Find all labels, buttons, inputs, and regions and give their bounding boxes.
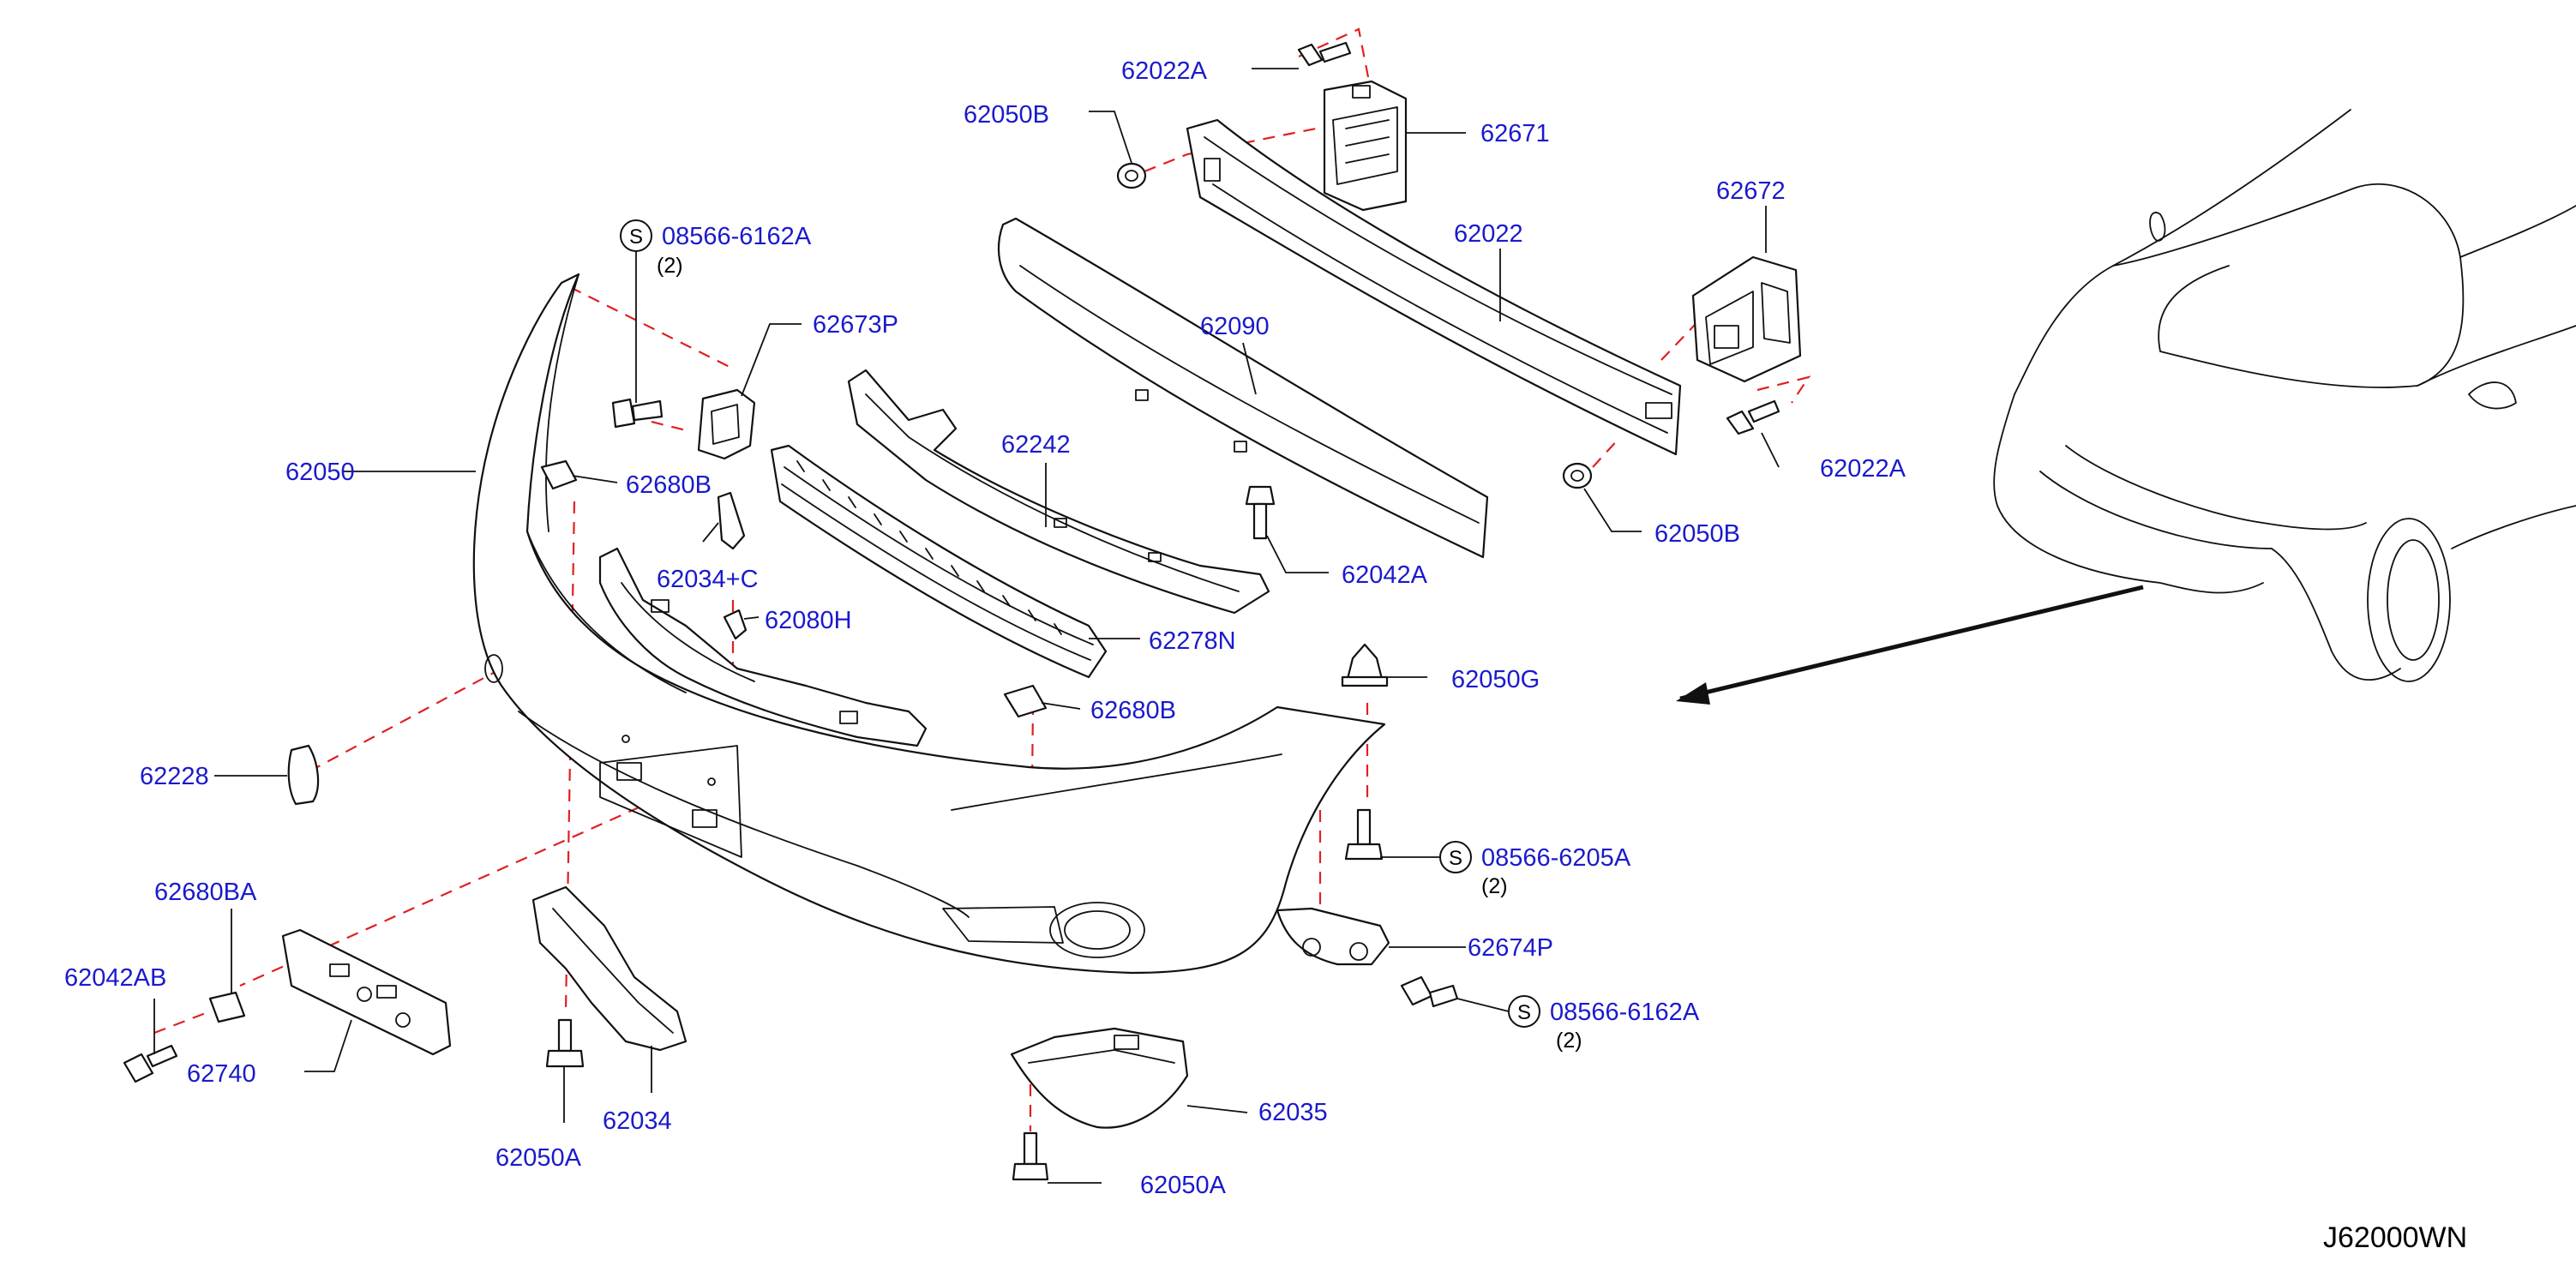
part-62671-bracket <box>1323 80 1408 212</box>
label-62090: 62090 <box>1200 313 1270 340</box>
label-62022A-top: 62022A <box>1121 57 1208 85</box>
label-62050A-left: 62050A <box>495 1144 582 1172</box>
label-62050B-right: 62050B <box>1654 520 1740 548</box>
clip-62080H <box>723 609 748 640</box>
bracket-62035 <box>1010 1027 1189 1129</box>
bolt-08566-6162A-top <box>611 398 664 429</box>
nut-62050B-right <box>1562 462 1593 489</box>
label-62050G: 62050G <box>1451 666 1540 693</box>
label-62022A-right: 62022A <box>1820 455 1906 483</box>
label-62050: 62050 <box>285 459 355 486</box>
qty-08566-6205A: (2) <box>1481 874 1508 898</box>
part-labels: 62022A 62050B 62671 62022 62672 62022A 6… <box>64 57 1906 1199</box>
label-62034C: 62034+C <box>657 566 759 593</box>
label-62042AB: 62042AB <box>64 964 166 992</box>
clip-62050G <box>1341 643 1389 687</box>
part-62022-reinforcement <box>1186 118 1682 456</box>
label-62278N: 62278N <box>1149 627 1236 655</box>
drawing-code: J62000WN <box>2323 1221 2467 1254</box>
label-62022: 62022 <box>1454 220 1523 248</box>
clip-62034C <box>717 491 746 550</box>
label-62680B-right: 62680B <box>1090 697 1176 724</box>
s-symbol-icon <box>1508 995 1540 1028</box>
label-62242: 62242 <box>1001 431 1071 459</box>
part-62672-bracket <box>1691 255 1802 383</box>
direction-arrow-icon <box>1676 682 1710 705</box>
bolt-62022A-right <box>1726 399 1780 435</box>
label-62035: 62035 <box>1258 1099 1328 1126</box>
clipnut-62680B-right <box>1003 684 1048 718</box>
s-symbol-icon <box>620 219 652 252</box>
label-62673P: 62673P <box>813 311 898 339</box>
leader-lines <box>153 68 1780 1184</box>
bracket-62740 <box>281 928 452 1056</box>
label-62740: 62740 <box>187 1060 256 1088</box>
bolt-62042AB <box>123 1044 178 1083</box>
label-62050A-right: 62050A <box>1140 1172 1227 1199</box>
label-62671: 62671 <box>1480 120 1550 147</box>
bracket-62673P <box>697 388 756 460</box>
qty-08566-6162A-bottom: (2) <box>1556 1029 1582 1053</box>
s-symbol-icon <box>1439 841 1472 873</box>
s-symbol-text: S <box>629 225 643 249</box>
bolt-62050A-right <box>1012 1131 1049 1181</box>
label-62680BA: 62680BA <box>154 879 257 906</box>
bolt-08566-6205A <box>1344 808 1384 861</box>
part-62090-absorber <box>997 217 1489 559</box>
label-08566-6205A: 08566-6205A <box>1481 844 1631 872</box>
s-symbol-text: S <box>1449 847 1462 870</box>
vehicle-reference-illustration <box>1676 109 2576 705</box>
part-62242-grille-bracket <box>847 369 1270 615</box>
qty-08566-6162A-top: (2) <box>657 254 683 278</box>
bolt-62022A-top <box>1297 41 1352 67</box>
part-62278N-grille <box>770 444 1108 679</box>
bolt-62050A-left <box>545 1018 585 1068</box>
label-62050B-top: 62050B <box>964 101 1049 129</box>
label-62042A: 62042A <box>1342 561 1428 589</box>
label-08566-6162A-top: 08566-6162A <box>662 223 812 250</box>
cap-62228 <box>287 744 320 806</box>
label-62680B-left: 62680B <box>626 471 712 499</box>
s-symbol-text: S <box>1517 1001 1531 1024</box>
label-62228: 62228 <box>140 763 209 790</box>
bracket-62674P <box>1276 907 1390 966</box>
label-08566-6162A-bottom: 08566-6162A <box>1550 999 1700 1026</box>
label-62080H: 62080H <box>765 607 852 634</box>
fasteners <box>123 41 1780 1181</box>
bolt-62042A <box>1245 485 1276 540</box>
nut-62050B-top <box>1116 162 1147 189</box>
standard-part-symbols: S S S <box>620 219 1540 1028</box>
part-62050-bumper-fascia <box>472 273 1386 975</box>
label-62034: 62034 <box>603 1107 672 1135</box>
label-62672: 62672 <box>1716 177 1786 205</box>
part-62034C-bracket <box>598 547 928 747</box>
clipnut-62680BA <box>208 991 246 1023</box>
clipnut-62680B-left <box>540 459 578 490</box>
bolt-08566-6162A-bottom <box>1400 975 1459 1008</box>
label-62674P: 62674P <box>1468 934 1553 962</box>
bracket-62034 <box>531 885 688 1052</box>
